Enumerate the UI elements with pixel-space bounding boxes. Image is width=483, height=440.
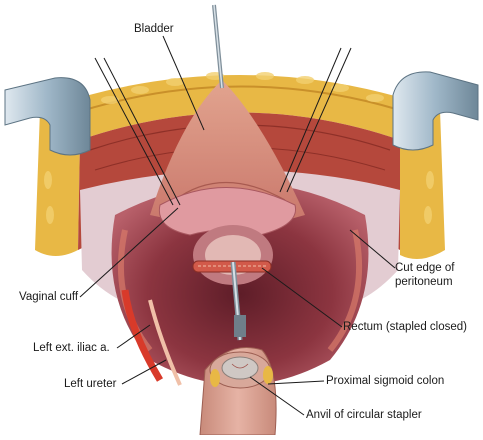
label-proximal-sigmoid: Proximal sigmoid colon bbox=[326, 375, 445, 387]
retractor-left bbox=[4, 77, 91, 156]
label-vaginal-cuff: Vaginal cuff bbox=[19, 291, 79, 303]
leader-lines bbox=[79, 35, 396, 416]
label-cut-edge-line2: peritoneum bbox=[395, 276, 453, 288]
abdominal-wall-fat bbox=[35, 72, 445, 259]
suture-lines bbox=[94, 47, 352, 206]
label-cut-edge-line1: Cut edge of bbox=[395, 262, 455, 274]
leader-vaginal-cuff bbox=[79, 207, 179, 298]
leader-rectum bbox=[261, 267, 343, 328]
bladder bbox=[150, 80, 305, 225]
left-ext-iliac-artery bbox=[121, 289, 164, 382]
instrument-top bbox=[212, 4, 224, 89]
leader-sigmoid bbox=[267, 380, 325, 385]
leader-bladder bbox=[162, 35, 205, 131]
leader-iliac bbox=[116, 324, 151, 349]
leader-cut-edge bbox=[349, 229, 396, 269]
label-anvil: Anvil of circular stapler bbox=[306, 409, 422, 421]
label-rectum: Rectum (stapled closed) bbox=[343, 321, 467, 333]
stapler-shaft bbox=[230, 261, 246, 341]
label-left-ext-iliac: Left ext. iliac a. bbox=[33, 342, 110, 354]
rectum-stump bbox=[192, 225, 273, 285]
label-left-ureter: Left ureter bbox=[64, 378, 117, 390]
left-ureter bbox=[148, 299, 182, 386]
retractor-right bbox=[392, 71, 479, 151]
leader-anvil bbox=[249, 376, 305, 416]
leader-ureter bbox=[121, 359, 167, 385]
stapler-anvil bbox=[221, 356, 259, 380]
label-bladder: Bladder bbox=[134, 23, 174, 35]
vaginal-cuff bbox=[158, 187, 297, 236]
